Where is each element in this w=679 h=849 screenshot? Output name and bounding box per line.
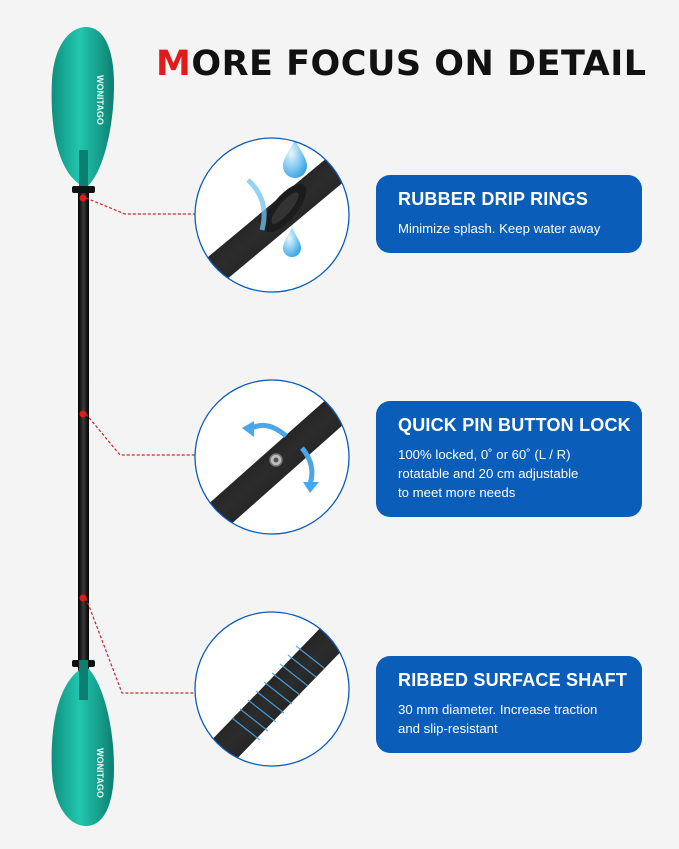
detail-circle-pin-lock — [194, 379, 350, 535]
water-drop-icon — [283, 140, 307, 178]
title-text: ORE FOCUS ON DETAIL — [191, 44, 647, 84]
detail-circle-drip-ring — [194, 137, 350, 293]
title-accent-letter: M — [156, 44, 192, 84]
top-blade-neck — [79, 150, 88, 190]
top-drip-ring — [72, 186, 95, 193]
marker-dot-1 — [79, 194, 87, 202]
top-blade-logo: WONITAGO — [95, 75, 105, 125]
feature-description: 100% locked, 0˚ or 60˚ (L / R) rotatable… — [398, 447, 579, 500]
bottom-blade — [51, 668, 114, 826]
callout-line-3 — [85, 597, 195, 694]
feature-card-drip-rings: RUBBER DRIP RINGS Minimize splash. Keep … — [376, 175, 642, 253]
feature-title: RUBBER DRIP RINGS — [398, 189, 589, 209]
feature-card-pin-lock: QUICK PIN BUTTON LOCK 100% locked, 0˚ or… — [376, 401, 642, 517]
feature-card-ribbed-shaft: RIBBED SURFACE SHAFT 30 mm diameter. Inc… — [376, 656, 642, 753]
feature-title: QUICK PIN BUTTON LOCK — [398, 415, 631, 435]
ribbed-grip-icon — [231, 645, 325, 741]
bottom-blade-logo: WONITAGO — [95, 748, 105, 798]
paddle-shaft — [78, 186, 89, 671]
feature-title: RIBBED SURFACE SHAFT — [398, 670, 628, 690]
top-blade — [51, 27, 114, 186]
marker-dot-2 — [79, 410, 87, 418]
callout-line-2 — [85, 413, 195, 456]
page-title: MORE FOCUS ON DETAIL — [156, 44, 647, 84]
callout-line-1 — [85, 197, 195, 215]
feature-description: 30 mm diameter. Increase traction and sl… — [398, 702, 598, 736]
feature-description: Minimize splash. Keep water away — [398, 221, 601, 236]
bottom-blade-neck — [79, 660, 88, 700]
marker-dot-3 — [79, 594, 87, 602]
detail-circle-ribbed-shaft — [194, 611, 350, 767]
